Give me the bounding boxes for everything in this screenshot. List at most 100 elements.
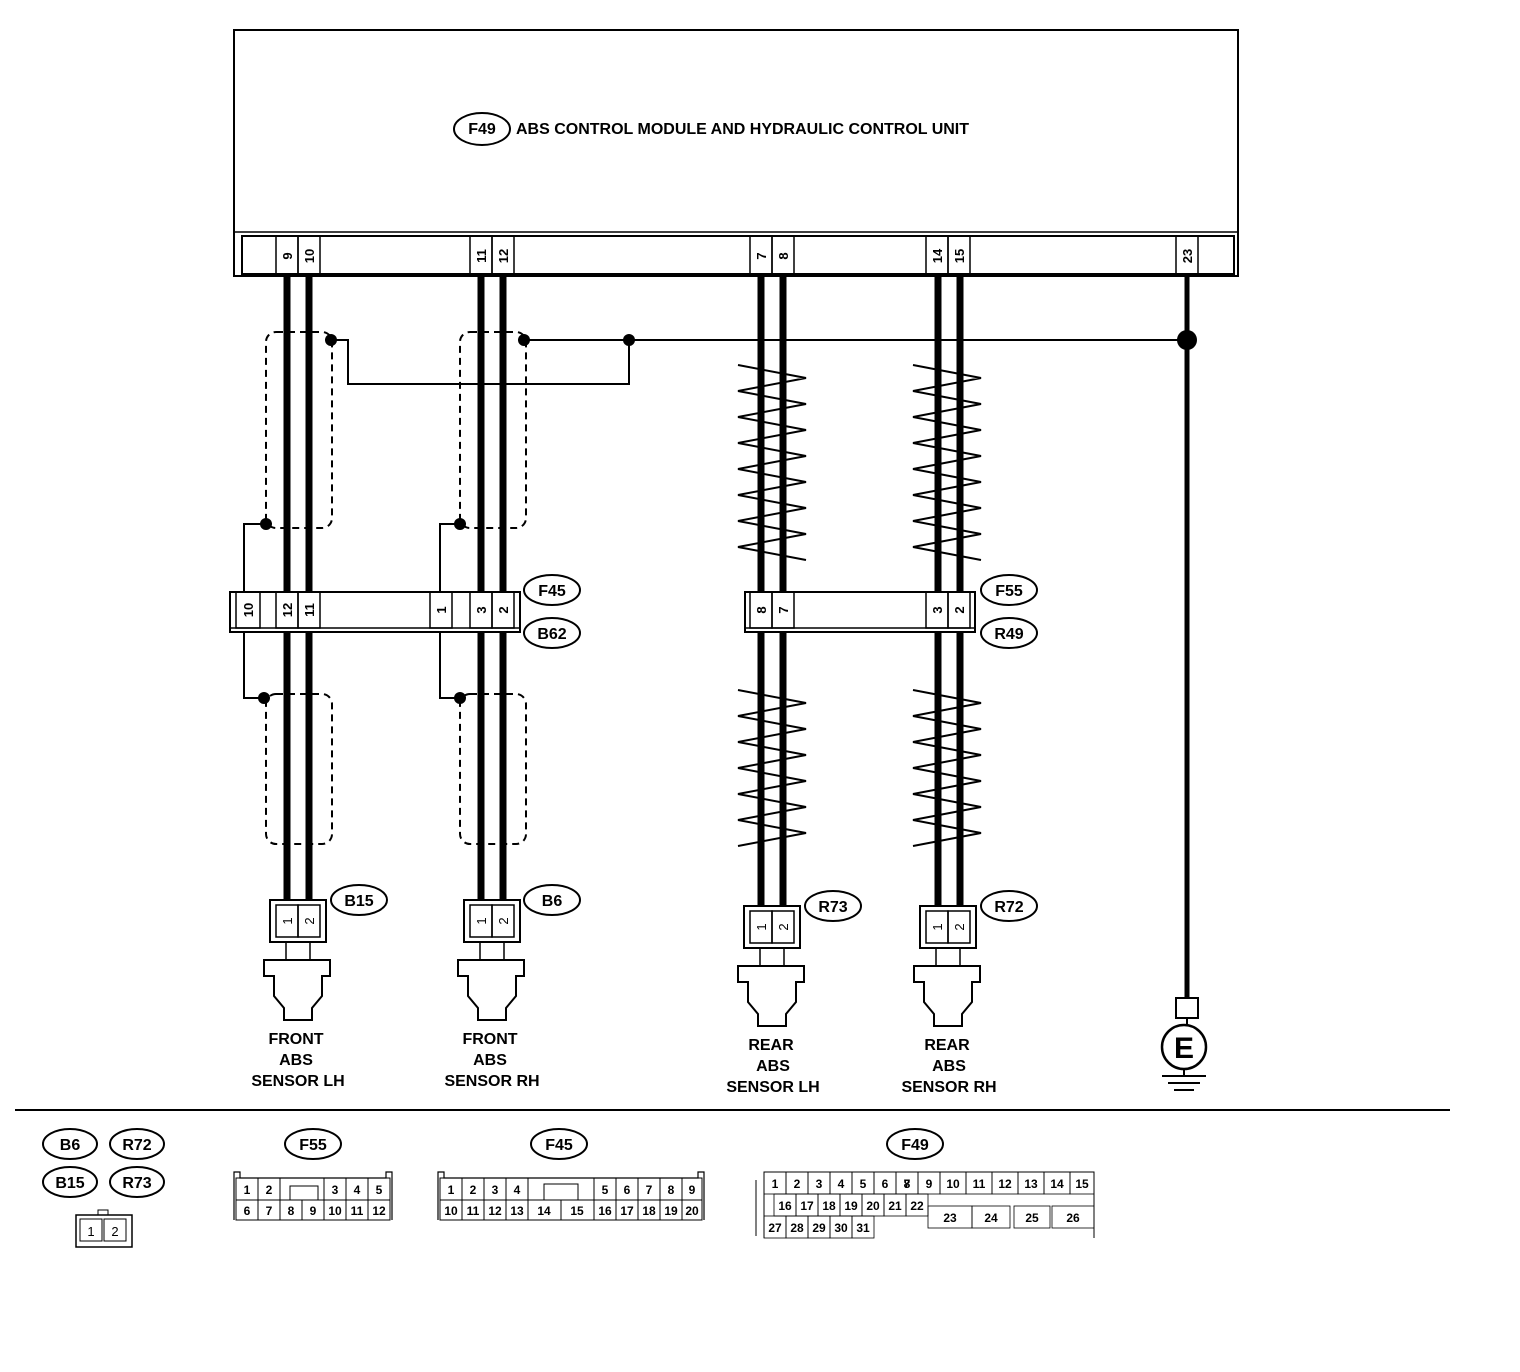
f49-legend-pin: 24	[984, 1211, 998, 1225]
legend-f55-connector: F55 1 2 3 4 5 6 7 8 9 10 11 12	[233, 1128, 393, 1221]
f45-legend-pin: 17	[620, 1204, 634, 1218]
sensor-wires	[283, 274, 964, 906]
module-pin-8: 8	[776, 252, 791, 259]
f45-legend-pin: 11	[467, 1204, 480, 1218]
f45-pin-11: 11	[302, 603, 317, 617]
legend-f45-connector: F45 1 2 3 4 5 6 7 8 9 10 11 12 13 14 15 …	[437, 1128, 705, 1221]
f55-legend-pin: 9	[310, 1204, 317, 1218]
sensor-label-line1: REAR	[924, 1037, 970, 1054]
module-code: F49	[468, 121, 496, 138]
f45-pin-10: 10	[241, 603, 256, 617]
f45-legend-pin: 4	[514, 1183, 521, 1197]
f45-legend-pin: 15	[570, 1204, 584, 1218]
f55-pin-2: 2	[952, 606, 967, 613]
sensor-label-line1: FRONT	[462, 1031, 517, 1048]
sensor-label-line1: FRONT	[268, 1031, 323, 1048]
f49-legend-pin: 8	[904, 1177, 911, 1191]
f55-legend-pin: 3	[332, 1183, 339, 1197]
b6-pin-1: 1	[474, 917, 489, 924]
f49-legend-pin: 17	[800, 1199, 814, 1213]
f49-legend-pin: 26	[1066, 1211, 1080, 1225]
f49-legend-pin: 23	[943, 1211, 957, 1225]
f49-legend-pin: 15	[1075, 1177, 1089, 1191]
f49-legend-pin: 22	[910, 1199, 924, 1213]
f45-legend-pin: 5	[602, 1183, 609, 1197]
f49-legend-pin: 31	[856, 1221, 870, 1235]
f49-legend-pin: 16	[778, 1199, 792, 1213]
f45-legend-pin: 19	[664, 1204, 678, 1218]
sensor-body-icon	[457, 959, 525, 1021]
module-pin-12: 12	[496, 249, 511, 263]
f49-legend-pin: 13	[1024, 1177, 1038, 1191]
f55-legend-pin: 11	[351, 1204, 364, 1218]
sensor-label-line3: SENSOR LH	[726, 1079, 819, 1096]
sensor-body-icon	[263, 959, 331, 1021]
sensor-label-line3: SENSOR LH	[251, 1073, 344, 1090]
f55-legend-pin: 6	[244, 1204, 251, 1218]
legend-sensor-connector: B6 R72 B15 R73 1 2	[42, 1128, 165, 1248]
twisted-pairs	[737, 364, 982, 847]
sensor-label-line2: ABS	[756, 1058, 790, 1075]
f49-legend-pin: 21	[888, 1199, 902, 1213]
sensor-code-b6: B6	[542, 893, 563, 910]
f55-legend-pin: 8	[288, 1204, 295, 1218]
module-pin-10: 10	[302, 249, 317, 263]
module-pins	[275, 235, 1199, 275]
legend-sensor-pin-1: 1	[87, 1224, 94, 1239]
f45-legend-pin: 1	[448, 1183, 455, 1197]
f55-pin-7: 7	[776, 606, 791, 613]
module-connector-strip	[241, 235, 1235, 275]
shield-outlines	[265, 331, 527, 845]
sensor-code-r72: R72	[994, 899, 1023, 916]
module-pin-14: 14	[930, 248, 945, 263]
f49-legend-pin: 9	[926, 1177, 933, 1191]
f45-legend-pin: 14	[537, 1204, 551, 1218]
sensor-label-line3: SENSOR RH	[901, 1079, 996, 1096]
sensor-body-icon	[913, 965, 981, 1027]
abs-module-box	[233, 29, 1239, 277]
f45-pin-1: 1	[434, 606, 449, 613]
b15-pin-1: 1	[280, 917, 295, 924]
sensor-body-icon	[737, 965, 805, 1027]
r72-pin-2: 2	[952, 923, 967, 930]
f49-legend-pin: 20	[866, 1199, 880, 1213]
f45-legend-pin: 2	[470, 1183, 477, 1197]
f45-legend-pin: 8	[668, 1183, 675, 1197]
module-code-oval	[453, 112, 511, 146]
f49-legend-pin: 18	[822, 1199, 836, 1213]
r72-pin-1: 1	[930, 923, 945, 930]
f49-legend-pin: 3	[816, 1177, 823, 1191]
sensor-label-line3: SENSOR RH	[444, 1073, 539, 1090]
f49-legend-pin: 30	[834, 1221, 848, 1235]
f55-legend-pin: 7	[266, 1204, 273, 1218]
legend-code-b15: B15	[55, 1175, 84, 1192]
legend-f49-connector: F49 1 2 3 4 5 6 7 8 9 10 11 12 13 14 15 …	[755, 1128, 1095, 1239]
sensor-front-lh: 1 2 B15 FRONT ABS SENSOR LH	[251, 884, 388, 1090]
f45-legend-pin: 7	[646, 1183, 653, 1197]
f45-pin-2: 2	[496, 606, 511, 613]
joint-code-f45: F45	[538, 583, 566, 600]
f45-legend-pin: 20	[685, 1204, 699, 1218]
f45-legend-pin: 9	[689, 1183, 696, 1197]
splice-points	[258, 330, 1197, 704]
f49-legend-pin: 5	[860, 1177, 867, 1191]
b15-pin-2: 2	[302, 917, 317, 924]
f49-legend-pin: 4	[838, 1177, 845, 1191]
joint-code-b62: B62	[537, 626, 566, 643]
f45-pin-3: 3	[474, 606, 489, 613]
f45-legend-pin: 18	[642, 1204, 656, 1218]
f45-legend-pin: 10	[444, 1204, 458, 1218]
f49-legend-pin: 29	[812, 1221, 826, 1235]
f45-legend-pin: 16	[598, 1204, 612, 1218]
module-pin-11: 11	[474, 249, 489, 263]
joint-code-r49: R49	[994, 626, 1023, 643]
f55-legend-pin: 12	[372, 1204, 386, 1218]
f45-legend-pin: 13	[510, 1204, 524, 1218]
joint-connector-front	[229, 591, 521, 633]
f49-legend-pin: 11	[973, 1177, 986, 1191]
legend-code-r73: R73	[122, 1175, 151, 1192]
shield-wiring	[243, 339, 1187, 699]
ground-label: E	[1174, 1032, 1194, 1065]
sensor-code-r73: R73	[818, 899, 847, 916]
f49-legend-pin: 1	[772, 1177, 779, 1191]
